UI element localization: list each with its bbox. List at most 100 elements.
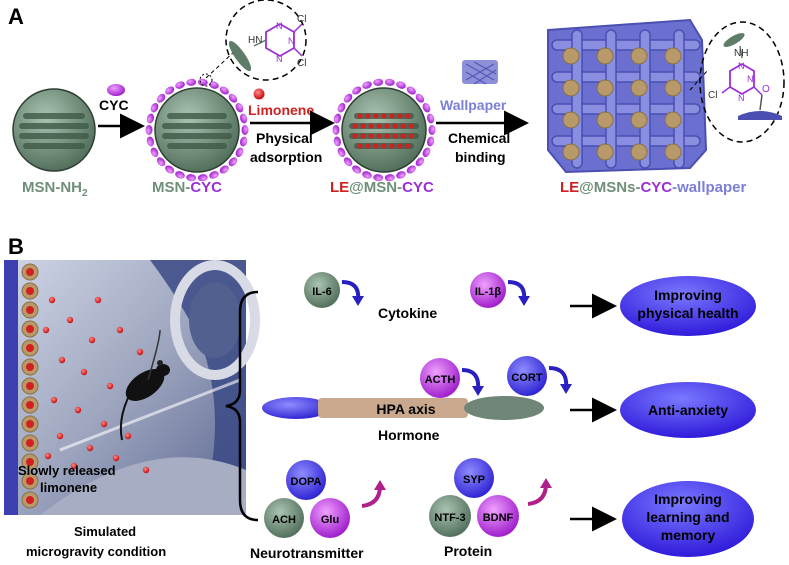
il1b-node: IL-1β bbox=[470, 272, 506, 308]
strip-limonene bbox=[26, 382, 34, 390]
limonene-dot bbox=[357, 143, 363, 149]
limonene-dot bbox=[400, 123, 406, 129]
network-bead bbox=[630, 143, 648, 161]
cyc-dot bbox=[343, 93, 353, 103]
limonene-dot bbox=[392, 123, 398, 129]
limonene-dot bbox=[376, 133, 382, 139]
cyc-dot bbox=[422, 102, 431, 113]
chem2-o: O bbox=[762, 84, 770, 95]
outcome-physical-health: Improving physical health bbox=[620, 276, 756, 336]
svg-text:CORT: CORT bbox=[511, 372, 542, 384]
msn-particle bbox=[12, 88, 96, 172]
limonene-dot bbox=[112, 454, 120, 462]
limonene-dot bbox=[136, 348, 144, 356]
released-limonene-dots bbox=[42, 296, 150, 474]
step2-process-line1: Physical bbox=[256, 130, 313, 146]
chem-hn: HN bbox=[248, 35, 262, 46]
cyc-dot bbox=[228, 157, 238, 167]
cyc-dot bbox=[332, 125, 340, 135]
svg-text:ACTH: ACTH bbox=[425, 374, 456, 386]
neuro-up-arrowhead bbox=[374, 480, 386, 490]
cyc-dot bbox=[146, 136, 155, 147]
svg-text:BDNF: BDNF bbox=[483, 512, 514, 524]
chem-n3: N bbox=[288, 36, 295, 46]
wallpaper-strip bbox=[4, 260, 39, 515]
strip-limonene bbox=[26, 306, 34, 314]
label-le-msn-cyc: LE@MSN-CYC bbox=[330, 179, 434, 196]
strip-limonene bbox=[26, 496, 34, 504]
cyc-dot bbox=[362, 171, 372, 179]
limonene-loaded-dots bbox=[352, 113, 414, 149]
ntf3-node: NTF-3 bbox=[429, 495, 471, 537]
chem2-n1: N bbox=[738, 61, 745, 71]
limonene-dot bbox=[74, 406, 82, 414]
label-neurotransmitter: Neurotransmitter bbox=[250, 545, 364, 561]
caption-line1: Simulated bbox=[74, 524, 136, 539]
svg-text:SYP: SYP bbox=[463, 474, 485, 486]
network-bead bbox=[664, 79, 682, 97]
cyc-dot bbox=[422, 147, 431, 158]
cyc-dot bbox=[384, 78, 395, 86]
cyc-dot bbox=[165, 165, 175, 174]
microgravity-photo: Slowly released limonene bbox=[4, 260, 260, 515]
chem-n2: N bbox=[276, 54, 283, 64]
limonene-dot bbox=[42, 326, 50, 334]
photo-text-line2: limonene bbox=[40, 480, 97, 495]
chem-cl1: Cl bbox=[297, 14, 306, 25]
strip-limonene bbox=[26, 268, 34, 276]
strip-limonene bbox=[26, 363, 34, 371]
bdnf-node: BDNF bbox=[477, 495, 519, 537]
chem2-n3: N bbox=[747, 74, 754, 84]
limonene-dot bbox=[86, 444, 94, 452]
limonene-dot bbox=[100, 420, 108, 428]
syp-node: SYP bbox=[454, 458, 494, 498]
cyc-dot bbox=[406, 165, 416, 174]
il1b-down-arrowhead bbox=[518, 296, 530, 306]
cyc-dot bbox=[373, 174, 384, 182]
limonene-dot bbox=[368, 133, 374, 139]
limonene-dot bbox=[384, 133, 390, 139]
cyc-dot bbox=[415, 93, 425, 103]
panel-b-letter: B bbox=[8, 234, 24, 259]
limonene-dot bbox=[58, 356, 66, 364]
outcome-learning-memory: Improving learning and memory bbox=[622, 481, 754, 557]
cyc-dot bbox=[239, 113, 248, 124]
hpa-axis-rod: HPA axis bbox=[262, 396, 544, 420]
chem2-cl: Cl bbox=[708, 90, 717, 101]
cyc-dot bbox=[373, 78, 384, 86]
cyc-dot bbox=[406, 86, 416, 95]
chem-n1: N bbox=[276, 21, 283, 31]
strip-limonene bbox=[26, 401, 34, 409]
network-bead bbox=[630, 47, 648, 65]
network-bead bbox=[562, 143, 580, 161]
step3-reagent: Wallpaper bbox=[440, 97, 507, 113]
limonene-dot bbox=[368, 123, 374, 129]
limonene-dot bbox=[94, 296, 102, 304]
network-bead bbox=[596, 79, 614, 97]
strip-limonene bbox=[26, 325, 34, 333]
label-msn-cyc: MSN-CYC bbox=[152, 179, 222, 196]
limonene-dot bbox=[357, 113, 363, 119]
zoom-cyc-structure: HN N N N Cl Cl bbox=[199, 0, 307, 87]
limonene-dot bbox=[405, 143, 411, 149]
mouse-icon bbox=[119, 329, 170, 441]
protein-up-arrowhead bbox=[540, 478, 552, 488]
cort-down-arrowhead bbox=[560, 384, 572, 394]
limonene-dot bbox=[66, 316, 74, 324]
il6-down-arrowhead bbox=[352, 296, 364, 306]
svg-text:ACH: ACH bbox=[272, 514, 296, 526]
cyc-dot bbox=[209, 171, 219, 179]
limonene-molecule-icon bbox=[253, 88, 265, 100]
limonene-dot bbox=[381, 113, 387, 119]
chem2-n2: N bbox=[738, 93, 745, 103]
limonene-dot bbox=[48, 296, 56, 304]
limonene-dot bbox=[389, 143, 395, 149]
msn-cyc-particle bbox=[145, 78, 249, 182]
cyc-dot bbox=[396, 81, 406, 89]
svg-text:physical health: physical health bbox=[637, 305, 738, 321]
cyc-dot bbox=[241, 125, 249, 135]
strip-limonene bbox=[26, 344, 34, 352]
cyc-dot bbox=[239, 136, 248, 147]
limonene-dot bbox=[389, 113, 395, 119]
limonene-dot bbox=[397, 143, 403, 149]
